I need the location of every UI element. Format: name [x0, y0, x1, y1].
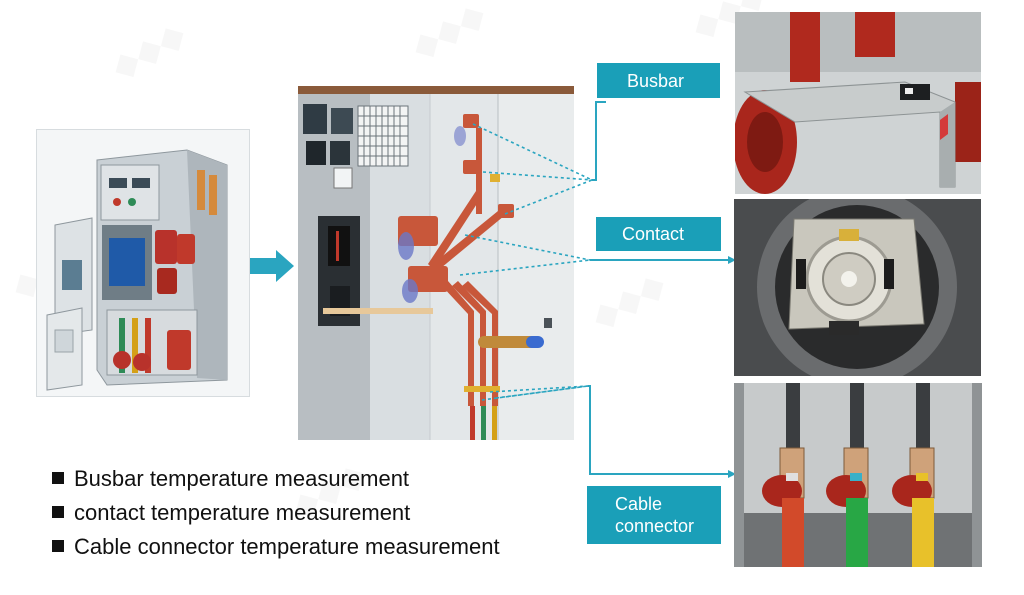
cable-connector-label-line1: Cable — [615, 494, 663, 514]
busbar-label: Busbar — [597, 63, 720, 98]
cable-connector-label-line2: connector — [615, 516, 695, 536]
right-arrow-icon — [250, 250, 294, 282]
cable-connector-photo — [734, 383, 982, 567]
measurement-list: Busbar temperature measurement contact t… — [52, 462, 500, 564]
bullet-square-icon — [52, 506, 64, 519]
list-item: Busbar temperature measurement — [52, 462, 500, 496]
bullet-square-icon — [52, 472, 64, 485]
bullet-square-icon — [52, 540, 64, 553]
busbar-photo — [735, 12, 981, 194]
switchgear-cross-section-image — [298, 86, 574, 440]
cable-connector-label: Cable connector — [587, 486, 721, 544]
contact-label-text: Contact — [622, 224, 685, 244]
busbar-label-text: Busbar — [627, 71, 685, 91]
contact-photo — [734, 199, 981, 376]
contact-label: Contact — [596, 217, 721, 251]
list-item: contact temperature measurement — [52, 496, 500, 530]
list-item: Cable connector temperature measurement — [52, 530, 500, 564]
switchgear-cabinet-image — [36, 129, 250, 397]
